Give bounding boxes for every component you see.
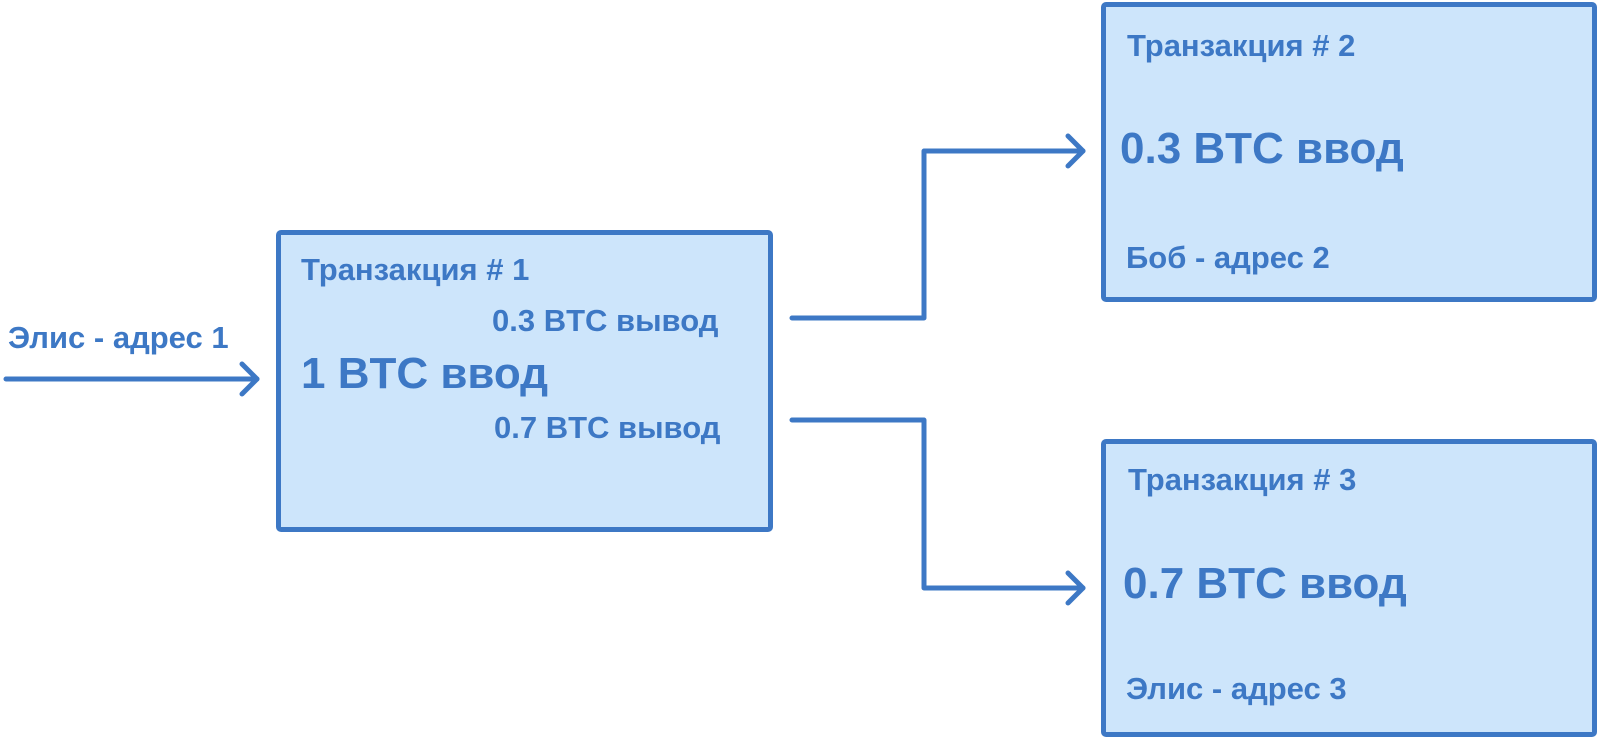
output-arrow-top-head [1065, 133, 1086, 169]
input-address-label: Элис - адрес 1 [8, 320, 229, 355]
output-arrow-bottom [789, 417, 1086, 591]
transaction-1-box: Транзакция # 1 0.3 BTC вывод 1 BTC ввод … [276, 230, 773, 532]
transaction-2-owner: Боб - адрес 2 [1126, 240, 1330, 275]
transaction-2-box: Транзакция # 2 0.3 BTC ввод Боб - адрес … [1101, 2, 1597, 302]
transaction-1-input: 1 BTC ввод [301, 349, 549, 398]
input-arrow-head [239, 361, 260, 397]
transaction-1-title: Транзакция # 1 [301, 252, 530, 287]
output-arrow-bottom-head [1065, 570, 1086, 606]
transaction-3-title: Транзакция # 3 [1128, 462, 1357, 497]
transaction-3-owner: Элис - адрес 3 [1126, 671, 1347, 706]
output-arrow-top [789, 148, 1086, 321]
transaction-3-input: 0.7 BTC ввод [1123, 559, 1407, 608]
transaction-1-output-b: 0.7 BTC вывод [494, 410, 721, 445]
transaction-3-box: Транзакция # 3 0.7 BTC ввод Элис - адрес… [1101, 439, 1597, 737]
transaction-2-title: Транзакция # 2 [1127, 28, 1356, 63]
transaction-2-input: 0.3 BTC ввод [1120, 124, 1404, 173]
transaction-1-output-a: 0.3 BTC вывод [492, 303, 719, 338]
